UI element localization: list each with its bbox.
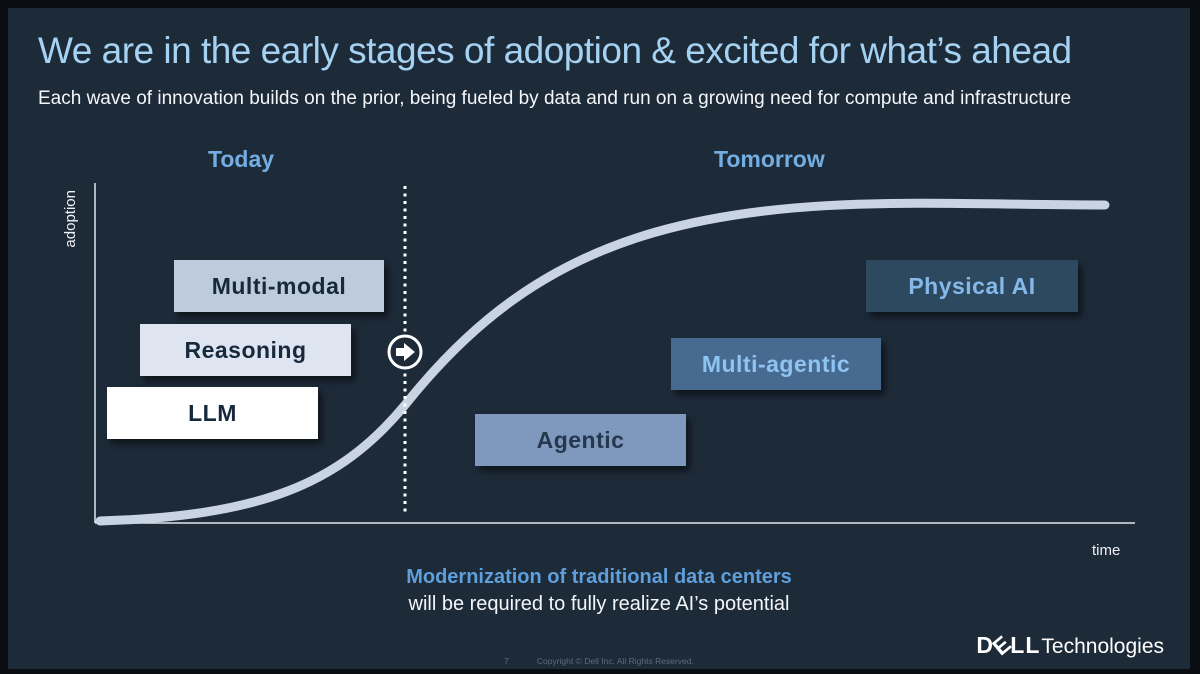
callout: Modernization of traditional data center… [8,564,1190,618]
milestone-label: Reasoning [184,336,307,363]
milestone-label: Multi-modal [211,272,347,299]
footer: 7 Copyright © Dell Inc. All Rights Reser… [8,656,1190,666]
callout-line-1: Modernization of traditional data center… [406,566,792,588]
era-label-today: Today [208,146,275,172]
page-subtitle: Each wave of innovation builds on the pr… [38,88,1072,109]
milestone-box-physical-ai: Physical AI [866,260,1078,312]
milestone-label: Physical AI [908,272,1036,299]
technologies-wordmark: Technologies [1041,635,1164,658]
milestone-box-agentic: Agentic [475,414,686,466]
slide: We are in the early stages of adoption &… [8,8,1190,669]
milestone-box-multi-agentic: Multi-agentic [671,338,881,390]
milestone-label: Agentic [536,426,625,453]
era-label-tomorrow: Tomorrow [714,146,825,172]
dell-wordmark: DELL [976,629,1041,661]
y-axis-label: adoption [62,190,79,248]
copyright-text: Copyright © Dell Inc. All Rights Reserve… [536,656,694,666]
milestone-label: LLM [188,399,237,426]
right-arrow-circle-icon [387,334,423,370]
callout-line-2: will be required to fully realize AI’s p… [408,593,790,615]
milestone-box-reasoning: Reasoning [140,324,351,376]
milestone-box-llm: LLM [107,387,318,439]
page-title: We are in the early stages of adoption &… [38,30,1072,71]
milestone-box-multi-modal: Multi-modal [174,260,384,312]
adoption-curve-chart [94,183,1135,526]
milestone-label: Multi-agentic [701,350,851,377]
page-number: 7 [504,656,509,666]
x-axis-label: time [1092,542,1121,559]
dell-technologies-logo: DELLTechnologies [976,629,1164,661]
s-curve [95,198,1110,526]
